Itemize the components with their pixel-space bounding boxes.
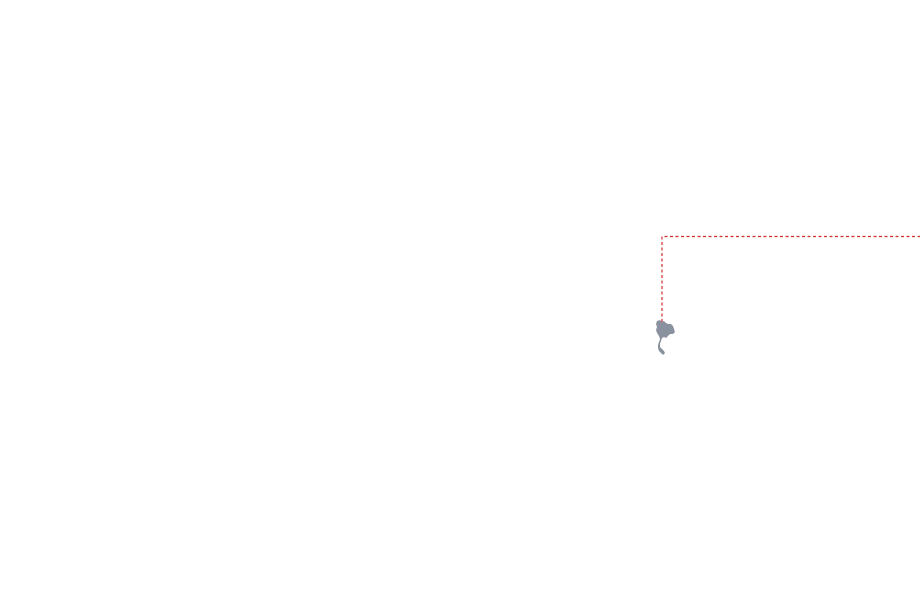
callout-leader-line	[661, 235, 920, 322]
thailand-region-shape[interactable]	[656, 320, 675, 355]
